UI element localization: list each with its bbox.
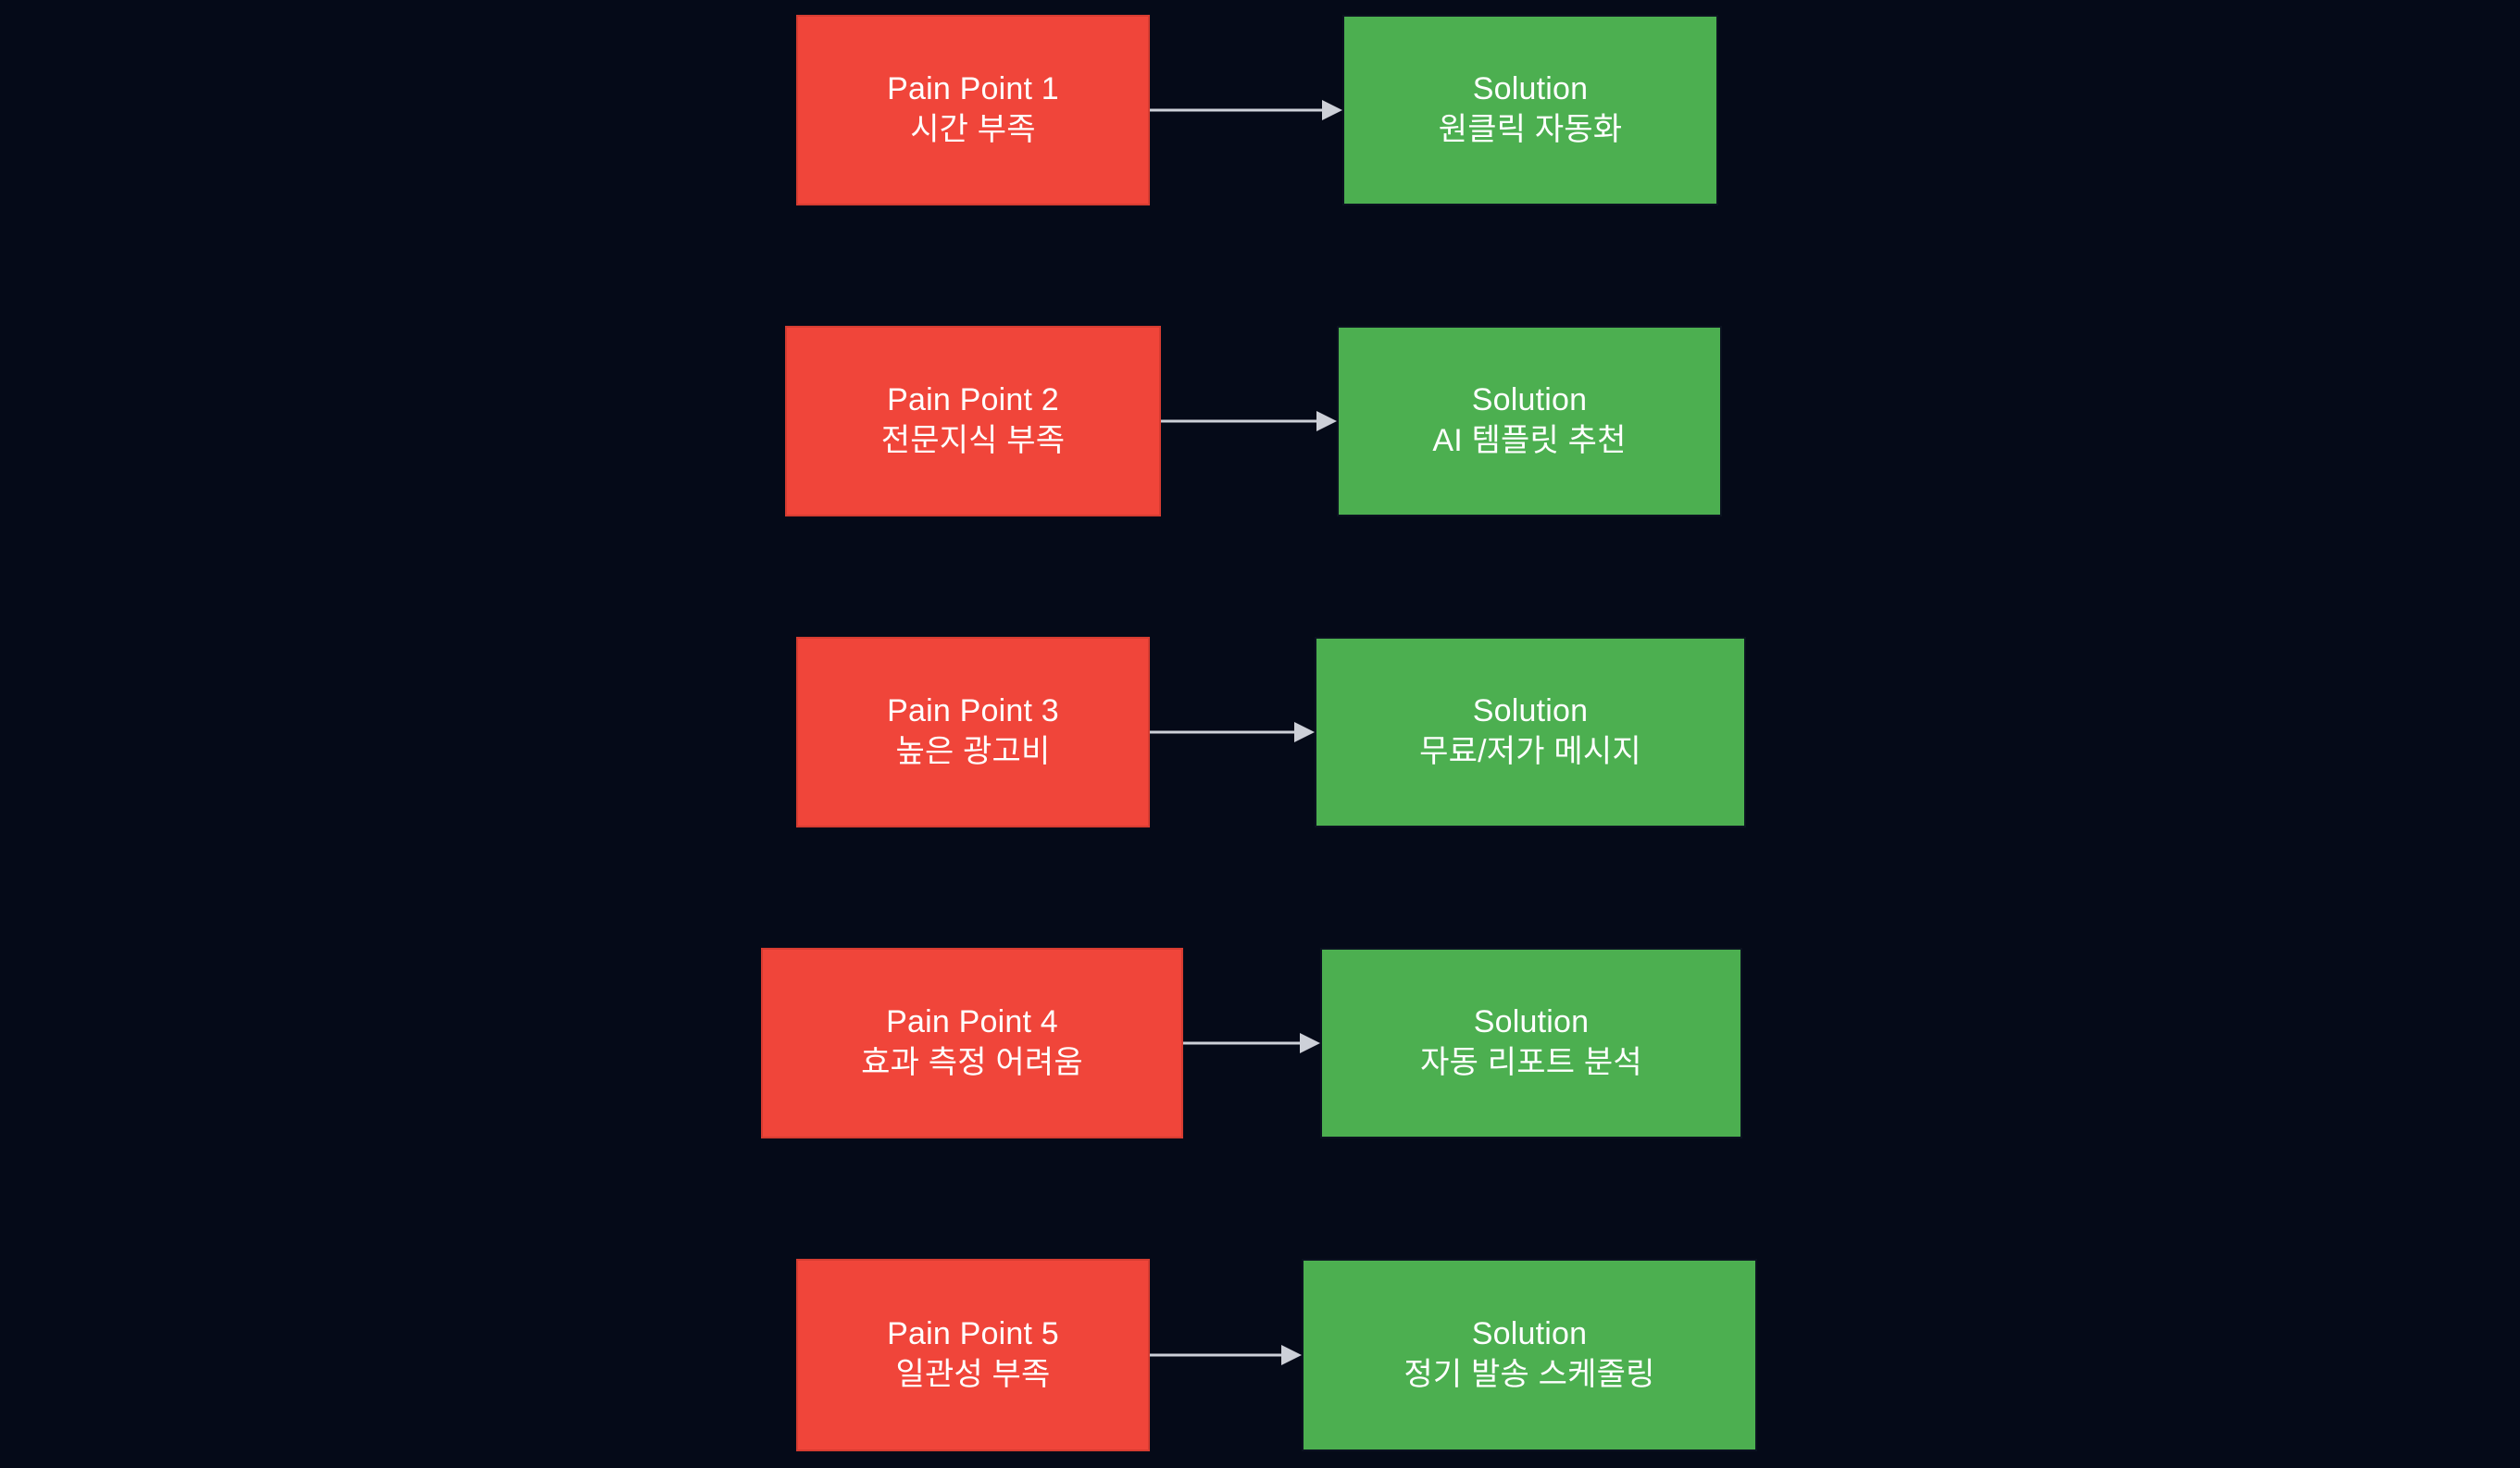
node-subtitle: 높은 광고비 [895,734,1051,769]
solution-node-s4: Solution 자동 리포트 분석 [1320,948,1742,1138]
pain-point-node-p5: Pain Point 5 일관성 부족 [796,1259,1150,1451]
node-title: Solution [1471,382,1588,418]
pain-point-node-p4: Pain Point 4 효과 측정 어려움 [761,948,1183,1138]
node-title: Pain Point 5 [887,1316,1059,1352]
node-subtitle: AI 템플릿 추천 [1432,423,1627,458]
node-subtitle: 무료/저가 메시지 [1419,734,1641,769]
solution-node-s2: Solution AI 템플릿 추천 [1337,326,1722,516]
node-title: Pain Point 4 [886,1004,1058,1040]
pain-point-node-p1: Pain Point 1 시간 부족 [796,15,1150,205]
solution-node-s3: Solution 무료/저가 메시지 [1315,637,1746,827]
pain-point-node-p3: Pain Point 3 높은 광고비 [796,637,1150,827]
node-subtitle: 일관성 부족 [895,1357,1051,1392]
node-title: Solution [1471,1316,1588,1352]
pain-point-node-p2: Pain Point 2 전문지식 부족 [785,326,1161,516]
arrow-right-icon [1161,409,1337,433]
node-title: Pain Point 1 [887,71,1059,107]
arrow-right-icon [1150,98,1342,122]
node-subtitle: 정기 발송 스케줄링 [1403,1357,1655,1392]
node-title: Solution [1472,693,1589,729]
arrow-right-icon [1183,1031,1320,1055]
node-subtitle: 시간 부족 [910,112,1036,147]
node-subtitle: 효과 측정 어려움 [861,1045,1083,1080]
node-title: Pain Point 3 [887,693,1059,729]
solution-node-s5: Solution 정기 발송 스케줄링 [1302,1259,1757,1451]
node-subtitle: 전문지식 부족 [880,423,1066,458]
node-title: Solution [1473,1004,1590,1040]
node-title: Pain Point 2 [887,382,1059,418]
solution-node-s1: Solution 원클릭 자동화 [1342,15,1718,205]
node-subtitle: 자동 리포트 분석 [1420,1045,1642,1080]
node-title: Solution [1472,71,1589,107]
arrow-right-icon [1150,720,1315,744]
arrow-right-icon [1150,1343,1302,1367]
node-subtitle: 원클릭 자동화 [1438,112,1623,147]
